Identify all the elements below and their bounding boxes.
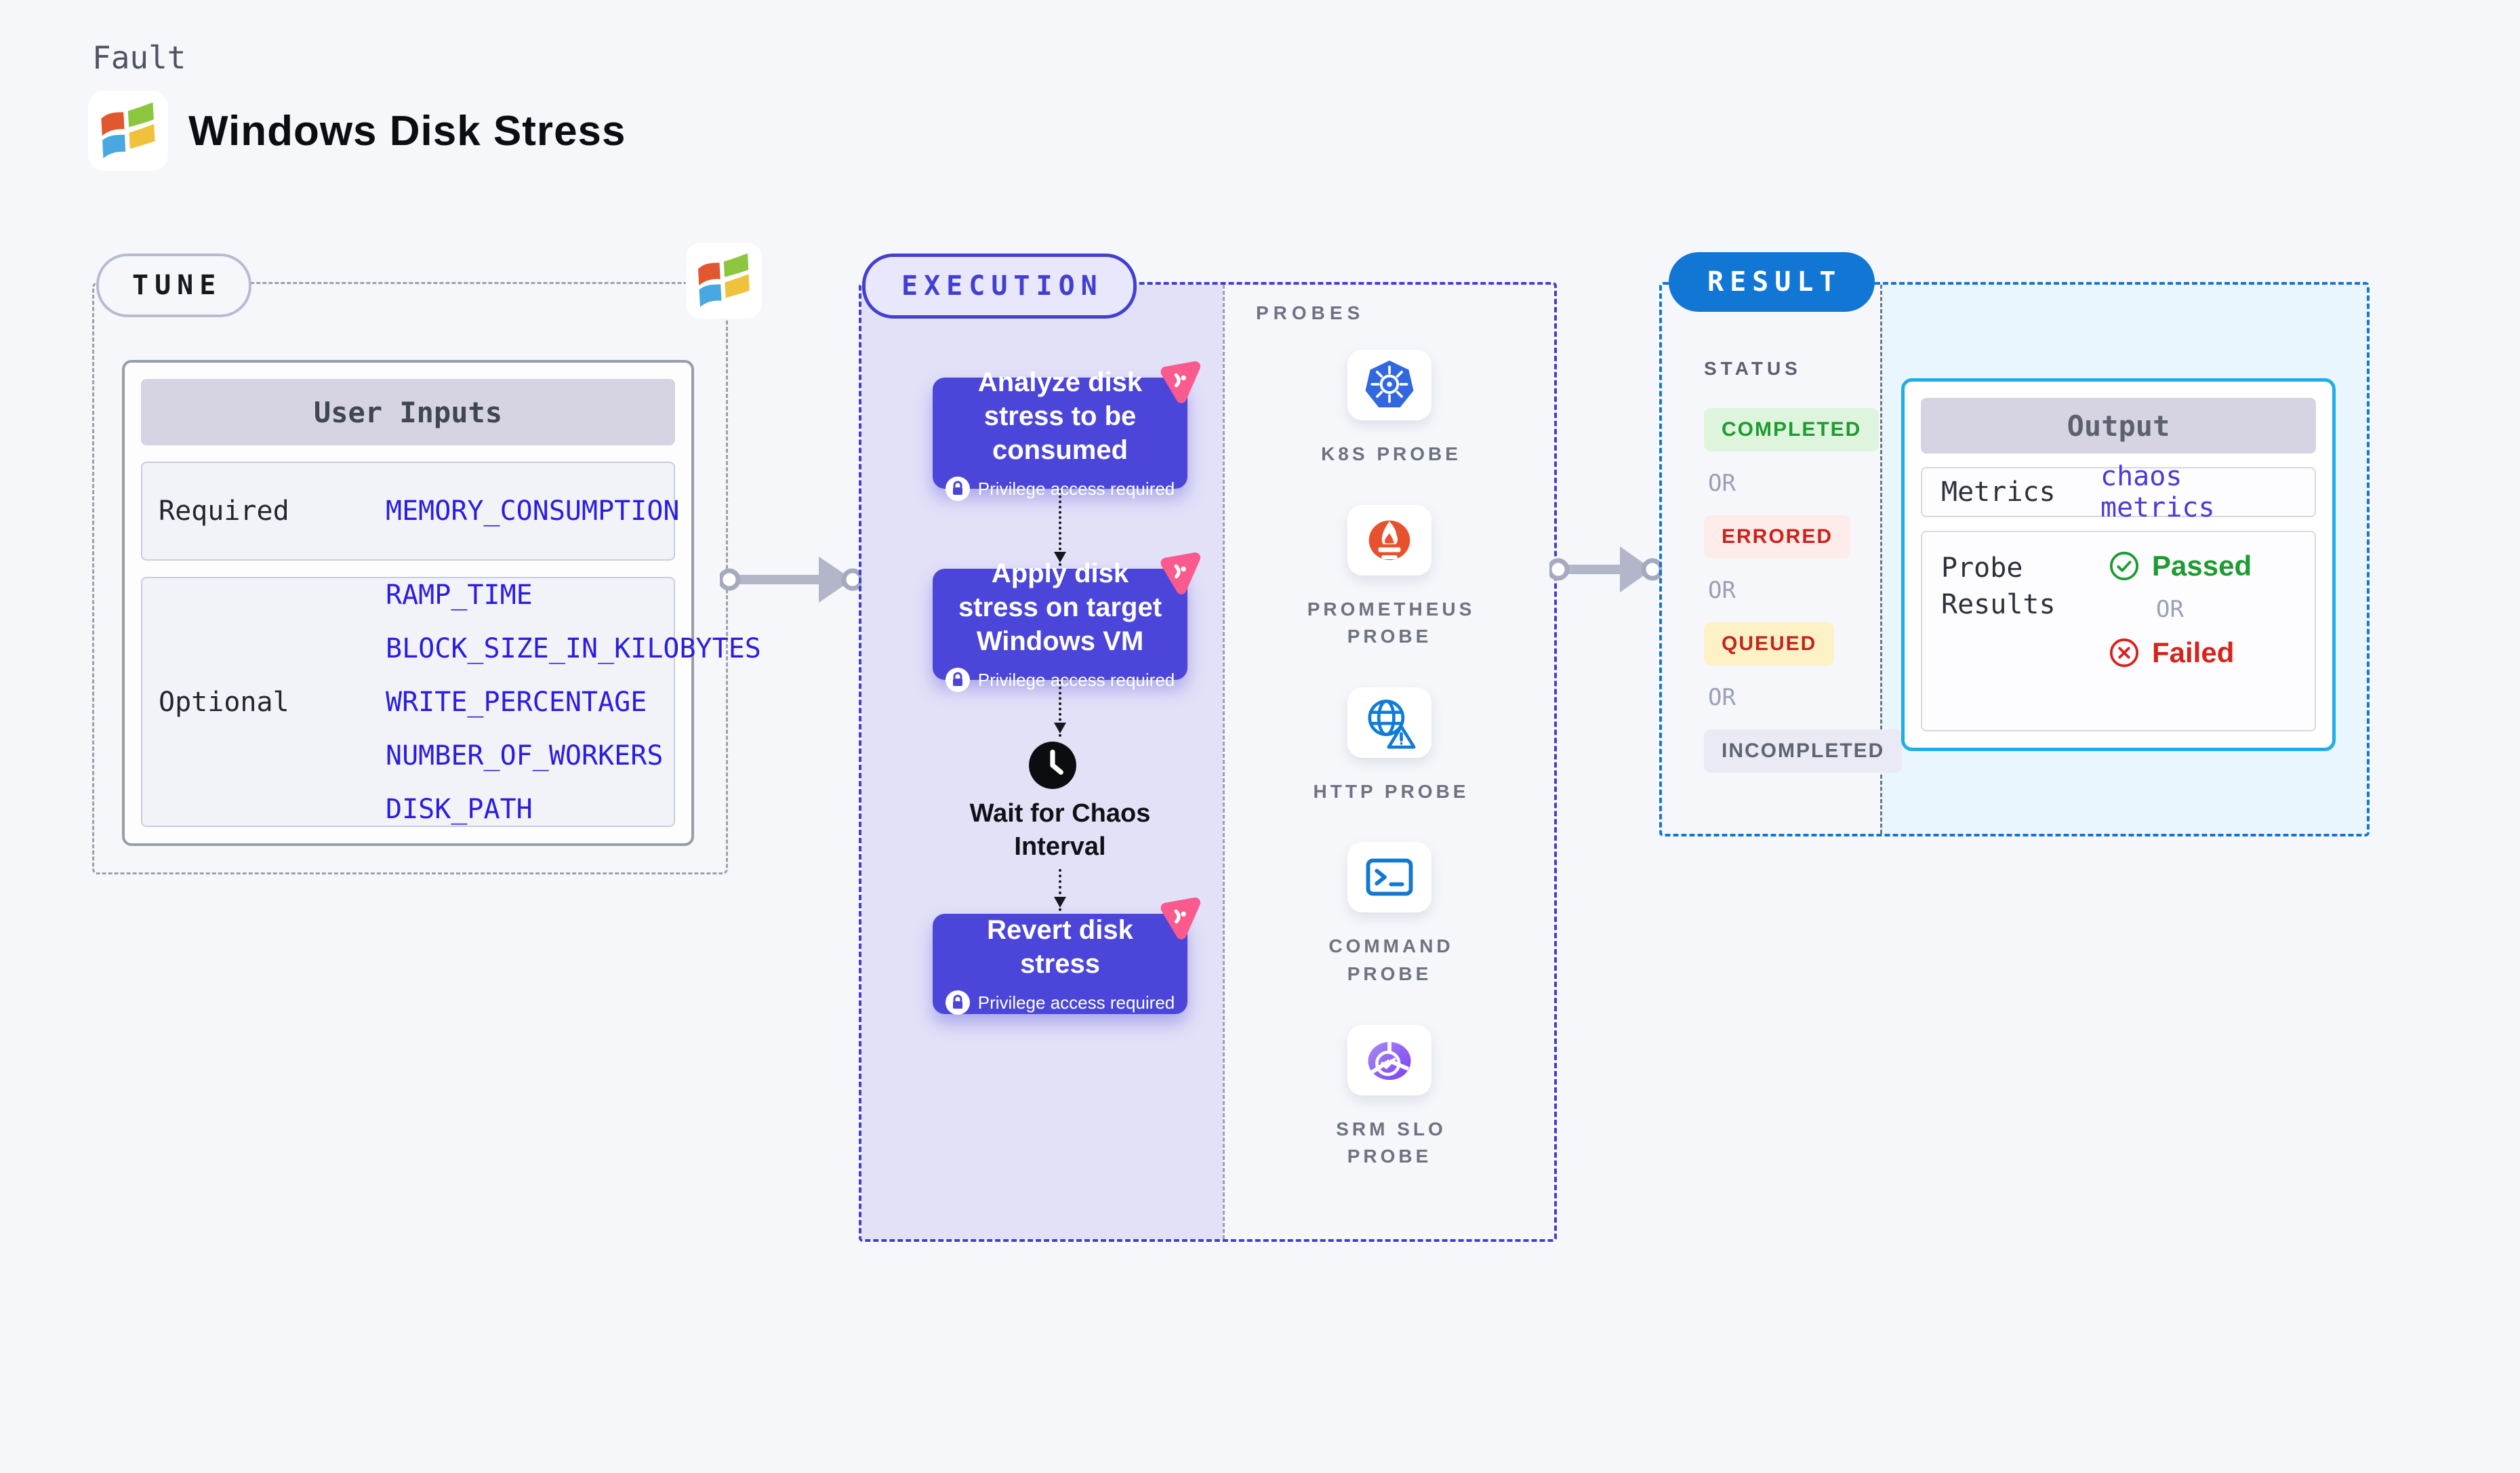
probe-item-prometheus: PROMETHEUS PROBE <box>1288 504 1491 651</box>
optional-label: Optional <box>159 686 289 718</box>
required-param: MEMORY_CONSUMPTION <box>386 496 680 527</box>
probe-item-k8s: K8S PROBE <box>1318 350 1461 468</box>
probe-label: HTTP PROBE <box>1313 780 1469 802</box>
execution-section: Analyze disk stress to be consumed Privi… <box>859 282 1557 1242</box>
chaos-metrics-link[interactable]: chaos metrics <box>2100 461 2215 523</box>
status-badge-queued: QUEUED <box>1704 622 1835 666</box>
windows-logo-icon <box>88 91 168 171</box>
chaos-badge-icon <box>1160 361 1201 403</box>
optional-inputs-row: Optional RAMP_TIME BLOCK_SIZE_IN_KILOBYT… <box>141 577 761 827</box>
or-separator: OR <box>2156 596 2184 623</box>
status-badge-incompleted: INCOMPLETED <box>1704 729 1903 773</box>
probe-label: SRM SLO PROBE <box>1336 1118 1446 1167</box>
step-title: Apply disk stress on target Windows VM <box>958 559 1162 656</box>
or-separator: OR <box>1708 684 1736 711</box>
page-header: Windows Disk Stress <box>88 91 626 171</box>
prometheus-icon <box>1347 504 1431 576</box>
execution-step-revert: Revert disk stress Privilege access requ… <box>933 897 1201 1015</box>
optional-param: BLOCK_SIZE_IN_KILOBYTES <box>386 632 761 664</box>
output-title: Output <box>1921 398 2316 453</box>
privilege-note-text: Privilege access required <box>977 992 1175 1013</box>
slo-pie-icon <box>1347 1024 1431 1095</box>
check-circle-icon <box>2109 551 2139 581</box>
or-separator: OR <box>1708 577 1736 604</box>
chaos-badge-icon <box>1160 897 1201 940</box>
failed-label: Failed <box>2152 637 2235 668</box>
probe-label: COMMAND PROBE <box>1328 935 1454 984</box>
optional-param: DISK_PATH <box>386 793 533 825</box>
user-inputs-title: User Inputs <box>141 379 675 445</box>
output-card: Output Metrics chaos metrics Probe Resul… <box>1901 378 2336 751</box>
probe-label: PROMETHEUS PROBE <box>1307 598 1476 647</box>
step-title: Revert disk stress <box>987 915 1133 979</box>
probes-panel: PROBES K8S PROBE <box>1225 285 1554 1239</box>
page-title: Windows Disk Stress <box>188 107 626 155</box>
lock-icon <box>945 990 970 1015</box>
windows-logo-icon <box>686 243 762 319</box>
http-globe-icon <box>1347 687 1431 758</box>
privilege-note: Privilege access required <box>945 668 1175 692</box>
flow-connector <box>1054 869 1066 911</box>
lock-icon <box>945 668 970 692</box>
probe-results-values: Passed OR Failed <box>2109 550 2252 669</box>
status-title: STATUS <box>1704 358 1802 379</box>
optional-params-list: RAMP_TIME BLOCK_SIZE_IN_KILOBYTES WRITE_… <box>386 580 761 825</box>
x-circle-icon <box>2109 638 2139 668</box>
privilege-note-text: Privilege access required <box>977 478 1175 499</box>
probe-results-label: Probe Results <box>1941 552 2056 620</box>
privilege-note: Privilege access required <box>945 477 1175 501</box>
probe-item-srm-slo: SRM SLO PROBE <box>1288 1024 1491 1171</box>
user-inputs-card: User Inputs Required MEMORY_CONSUMPTION … <box>122 360 761 846</box>
metrics-row: Metrics chaos metrics <box>1921 461 2316 523</box>
optional-param: NUMBER_OF_WORKERS <box>386 740 664 771</box>
required-inputs-row: Required MEMORY_CONSUMPTION <box>141 462 679 561</box>
probe-item-http: HTTP PROBE <box>1310 687 1469 806</box>
fault-kicker: Fault <box>92 39 186 76</box>
optional-param: RAMP_TIME <box>386 579 533 611</box>
status-divider <box>1880 285 1882 834</box>
privilege-note-text: Privilege access required <box>977 669 1175 690</box>
or-separator: OR <box>1708 470 1736 497</box>
passed-line: Passed <box>2109 550 2252 582</box>
failed-line: Failed <box>2109 637 2252 669</box>
step-title: Analyze disk stress to be consumed <box>977 367 1143 465</box>
probe-label: K8S PROBE <box>1321 443 1461 464</box>
flow-connector <box>1054 681 1066 737</box>
execution-step-apply: Apply disk stress on target Windows VM P… <box>933 552 1201 692</box>
terminal-icon <box>1347 842 1431 913</box>
chaos-badge-icon <box>1160 552 1201 594</box>
privilege-note: Privilege access required <box>945 990 1175 1015</box>
metrics-label: Metrics <box>1941 477 2056 508</box>
passed-label: Passed <box>2152 550 2252 582</box>
probe-item-command: COMMAND PROBE <box>1288 842 1491 988</box>
clock-icon <box>1028 740 1078 790</box>
tune-pill: TUNE <box>96 254 252 317</box>
optional-param: WRITE_PERCENTAGE <box>386 686 647 718</box>
kubernetes-icon <box>1347 350 1431 420</box>
status-column: STATUS COMPLETED OR ERRORED OR QUEUED OR… <box>1662 285 1903 834</box>
execution-to-result-arrow <box>1549 546 1662 592</box>
required-label: Required <box>159 496 289 527</box>
result-pill: RESULT <box>1669 252 1875 312</box>
result-section: STATUS COMPLETED OR ERRORED OR QUEUED OR… <box>1659 282 2370 836</box>
probes-divider <box>1223 285 1225 1239</box>
status-badge-errored: ERRORED <box>1704 515 1851 559</box>
execution-step-analyze: Analyze disk stress to be consumed Privi… <box>933 361 1201 501</box>
flow-connector <box>1054 490 1066 566</box>
execution-pill: EXECUTION <box>862 254 1137 319</box>
wait-interval-label: Wait for Chaos Interval <box>969 799 1151 862</box>
lock-icon <box>945 477 970 501</box>
probe-results-row: Probe Results Passed OR <box>1921 531 2316 731</box>
status-badge-completed: COMPLETED <box>1704 408 1879 451</box>
probes-title: PROBES <box>1256 302 1365 323</box>
